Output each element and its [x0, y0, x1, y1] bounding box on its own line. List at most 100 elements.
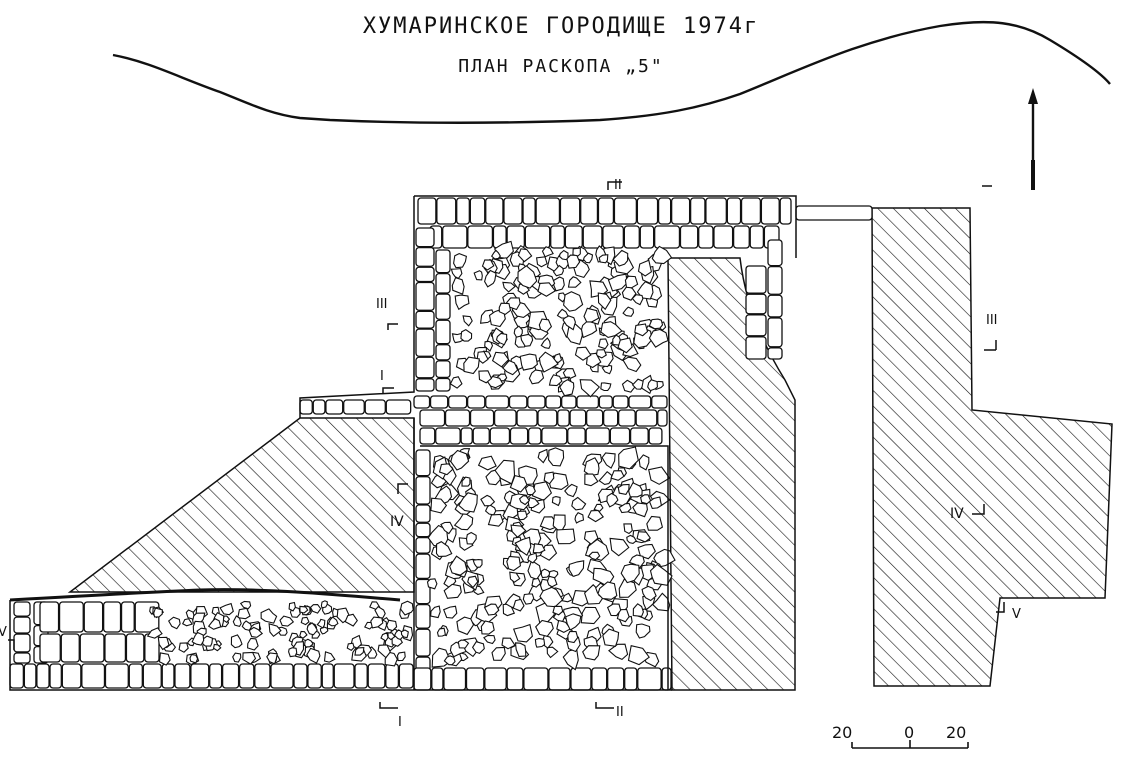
rubble-stone [239, 600, 252, 610]
rubble-stone [598, 254, 609, 264]
stone-block [648, 427, 663, 445]
rubble-stone [517, 510, 528, 521]
rubble-stone [430, 605, 441, 619]
stone-block [419, 409, 446, 427]
stone-block [354, 663, 368, 689]
stone-block [174, 663, 191, 689]
stone-block [39, 633, 61, 663]
stone-block [522, 197, 536, 225]
rubble-stone [319, 626, 329, 635]
section-label: IV [950, 506, 964, 522]
rubble-stone [546, 646, 559, 659]
stone-block [415, 449, 431, 477]
rubble-stone [483, 603, 500, 616]
rubble-stone [535, 256, 548, 268]
stone-block [657, 197, 672, 225]
rubble-stone [567, 630, 579, 644]
rubble-stone [279, 615, 295, 627]
section-marker-II-top: II [607, 178, 622, 193]
stone-block [559, 197, 581, 225]
stone-block [415, 537, 431, 554]
rubble-stone [189, 653, 199, 664]
rubble-stone [634, 323, 649, 337]
stone-block [661, 667, 672, 691]
stone-block [612, 395, 629, 409]
rubble-stone [580, 606, 601, 625]
stone-block [767, 317, 783, 348]
rubble-stone [524, 484, 536, 496]
rubble-stone [537, 448, 549, 464]
stone-block [435, 319, 451, 345]
rubble-stone [528, 369, 545, 385]
rubble-stone [574, 512, 585, 524]
stone-block [602, 409, 619, 427]
rubble-stone [370, 616, 384, 629]
rubble-stone [502, 281, 516, 293]
stone-block [561, 395, 577, 409]
stone-block [745, 293, 767, 315]
stone-block [745, 336, 767, 360]
section-marker-II-bottom: II [595, 702, 624, 720]
rubble-stone [377, 644, 391, 659]
rubble-stone [621, 379, 637, 393]
rubble-stone [632, 603, 644, 617]
stone-block [333, 663, 355, 689]
stone-block [523, 667, 549, 691]
stone-block [435, 249, 451, 274]
stone-block [39, 601, 60, 633]
rubble-stone [648, 496, 663, 509]
stone-block [270, 663, 294, 689]
stone-block [636, 197, 659, 225]
rubble-stone [400, 629, 409, 639]
rubble-stone [635, 623, 651, 639]
stone-block [506, 667, 524, 691]
rubble-stone [588, 551, 601, 561]
stone-block [415, 378, 435, 392]
room-outline [9, 195, 797, 691]
section-label: V [1012, 607, 1021, 622]
rubble-stone [465, 531, 477, 545]
stone-block [598, 395, 613, 409]
rubble-stone [185, 609, 195, 620]
stone-block [104, 633, 127, 663]
stone-block [679, 225, 699, 249]
rubble-stone [548, 374, 563, 387]
rubble-stone [601, 364, 613, 375]
rubble-stone [491, 351, 510, 368]
stone-block [524, 225, 551, 249]
rubble-stone [438, 463, 454, 476]
stone-block [629, 427, 649, 445]
rubble-stone [483, 634, 496, 645]
rubble-stone [476, 351, 489, 364]
stone-block [639, 225, 655, 249]
rubble-stone [602, 628, 620, 647]
rubble-stone [571, 496, 587, 511]
stone-block [299, 399, 313, 415]
rubble-stone [288, 601, 296, 612]
rubble-stone [158, 652, 171, 666]
rubble-stone [212, 643, 222, 652]
rubble-stone [600, 382, 612, 392]
rubble-stone [651, 245, 673, 265]
rubble-stone [646, 515, 664, 531]
stone-block [104, 663, 129, 689]
rubble-stone [608, 643, 629, 661]
stone-block [254, 663, 271, 689]
rubble-stone [495, 332, 508, 346]
stone-block [745, 314, 767, 337]
rubble-stone [477, 455, 497, 471]
stone-block [567, 427, 586, 445]
stone-block [597, 197, 615, 225]
stone-block [13, 616, 31, 634]
rubble-stone [443, 583, 462, 599]
stone-block [49, 663, 62, 689]
rubble-stone [559, 379, 575, 397]
rubble-stone [502, 359, 519, 376]
rubble-stone [647, 379, 658, 392]
scale-tick-label: 20 [946, 723, 966, 742]
rubble-stone [517, 248, 533, 263]
section-marker-V-left: V [0, 625, 15, 650]
rubble-stone [346, 642, 355, 651]
rubble-stone [618, 578, 637, 598]
stone-block [469, 197, 486, 225]
